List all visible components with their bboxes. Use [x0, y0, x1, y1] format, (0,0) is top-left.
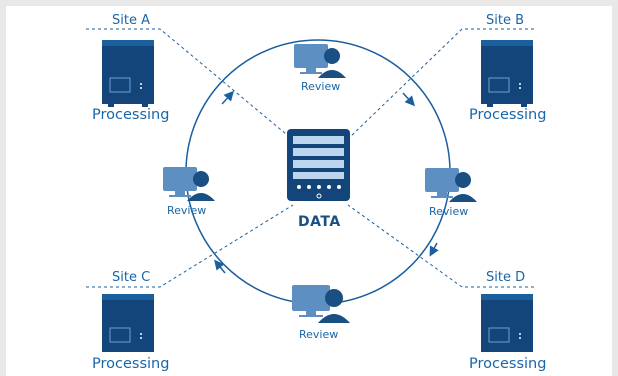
- arrow-top-right: [402, 92, 416, 107]
- processing-device-icon: [481, 294, 533, 352]
- processing-device-icon: [102, 294, 154, 352]
- connector-site-d: [347, 204, 534, 288]
- connector-site-b: [347, 28, 534, 140]
- review-workstation-icon: [163, 167, 215, 201]
- processing-device-icon: [481, 40, 533, 107]
- arrow-bottom-left: [214, 259, 226, 274]
- site-d-processing-label: Processing: [469, 356, 547, 372]
- connector-site-a: [86, 28, 293, 140]
- review-label-right: Review: [429, 205, 469, 218]
- connector-site-c: [86, 204, 294, 288]
- review-workstation-icon: [292, 285, 350, 323]
- review-label-top: Review: [301, 80, 341, 93]
- arrow-bottom-right: [429, 242, 439, 257]
- processing-device-icon: [102, 40, 154, 107]
- site-b-processing-label: Processing: [469, 107, 547, 123]
- review-label-left: Review: [167, 204, 207, 217]
- cycle-arrows: [214, 90, 439, 274]
- arrow-top-left: [221, 90, 235, 105]
- site-a-processing-label: Processing: [92, 107, 170, 123]
- review-workstation-icon: [425, 168, 477, 202]
- site-c-label: Site C: [112, 270, 151, 285]
- data-label: DATA: [298, 214, 341, 230]
- data-server-icon: [287, 129, 350, 201]
- site-a-label: Site A: [112, 13, 150, 28]
- review-label-bottom: Review: [299, 328, 339, 341]
- site-c-processing-label: Processing: [92, 356, 170, 372]
- site-b-label: Site B: [486, 13, 525, 28]
- site-d-label: Site D: [486, 270, 526, 285]
- dashed-connectors: [86, 28, 534, 288]
- review-workstation-icon: [294, 44, 346, 78]
